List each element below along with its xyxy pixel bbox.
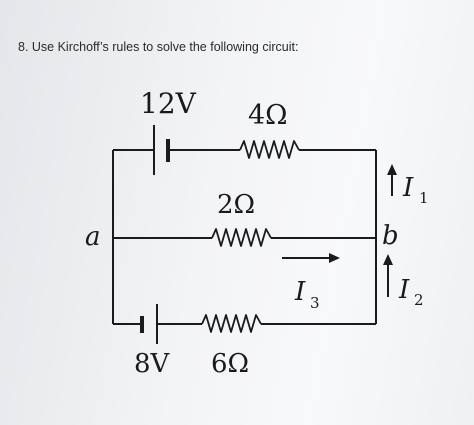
node-b-label: b — [382, 221, 399, 251]
node-a-label: a — [85, 222, 101, 252]
resistor-6ohm — [201, 314, 262, 333]
question-text: 8. Use Kirchoff’s rules to solve the fol… — [18, 40, 299, 54]
resistor-4ohm — [239, 140, 300, 159]
current-i1-arrow — [387, 164, 397, 196]
middle-branch — [113, 228, 376, 247]
battery-12v — [153, 125, 170, 175]
battery-8v-label: 8V — [134, 349, 171, 379]
resistor-2ohm-label: 2Ω — [217, 190, 255, 220]
current-i3-arrow — [282, 253, 340, 263]
current-i2-label: I — [398, 275, 410, 305]
bottom-branch — [113, 304, 376, 344]
current-i1-label: I — [402, 173, 414, 203]
top-branch — [113, 125, 376, 175]
resistor-6ohm-label: 6Ω — [211, 349, 249, 379]
battery-12v-label: 12V — [140, 87, 197, 120]
current-i2-arrow — [383, 254, 393, 297]
battery-8v — [140, 304, 158, 344]
current-i3-subscript: 3 — [310, 294, 320, 312]
current-i1-subscript: 1 — [419, 189, 429, 207]
current-i2-subscript: 2 — [414, 291, 424, 309]
resistor-4ohm-label: 4Ω — [248, 100, 288, 131]
current-i3-label: I — [294, 277, 306, 307]
resistor-2ohm — [211, 228, 272, 247]
